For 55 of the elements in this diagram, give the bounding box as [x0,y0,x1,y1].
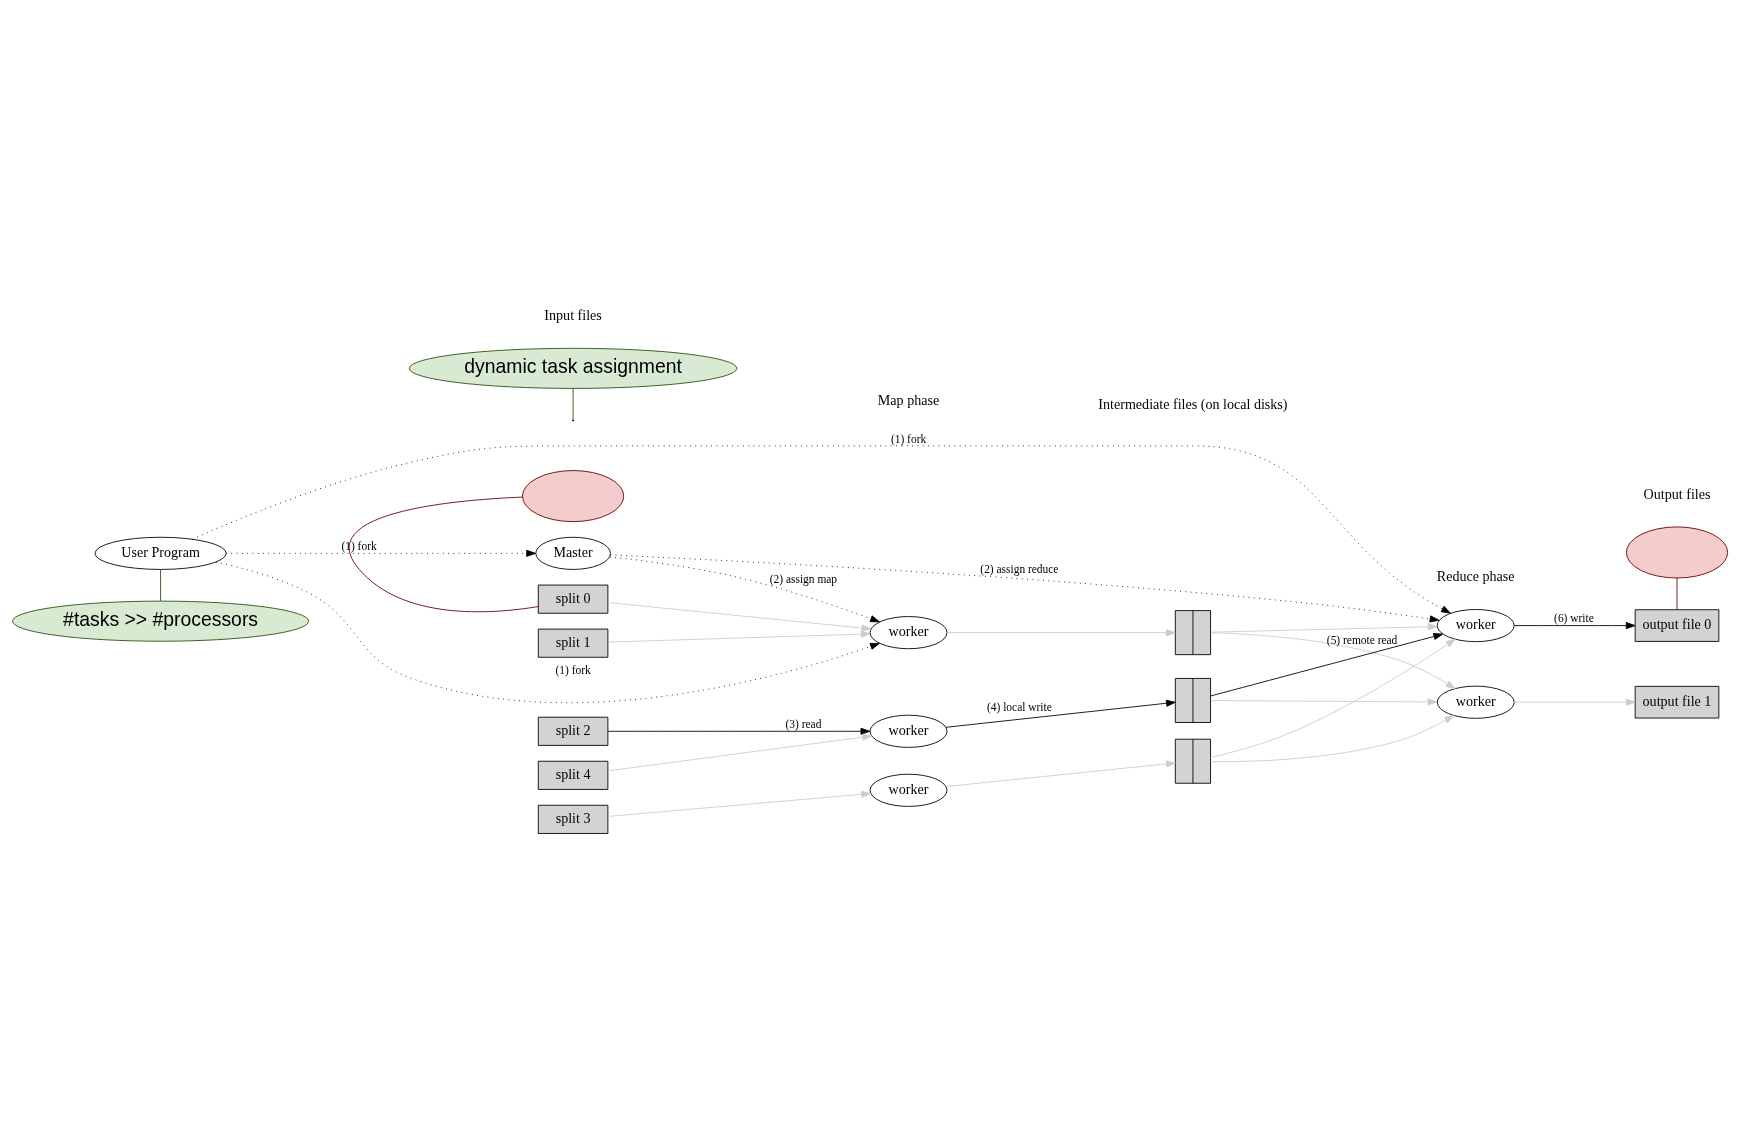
node-box: output file 0 [1634,608,1720,642]
arrow [609,555,880,622]
arrow [1210,697,1438,705]
node-box: split 3 [537,804,609,834]
arrow [607,630,871,643]
node-ellipse: worker [1436,685,1515,719]
node-box: split 1 [537,628,609,658]
node-ellipse: dynamic task assignment [408,347,738,389]
arrow [1210,638,1456,758]
edge-label: (6) write [1554,611,1594,624]
label: Intermediate files (on local disks) [1098,395,1288,412]
edge-label: (1) fork [555,663,591,676]
edge-label: (2) assign map [769,572,838,585]
node-ellipse: User Program [94,536,227,570]
arrow [1513,698,1636,706]
arrow [1513,621,1636,629]
arrow [609,554,1440,622]
edge-label: (3) read [785,717,822,730]
node-ellipse: worker [1436,608,1515,642]
arrow [607,733,872,771]
node-ellipse: #tasks >> #processors [12,600,310,642]
arrow [945,759,1176,787]
label: Reduce phase [1436,567,1515,584]
node-box: output file 1 [1634,685,1720,719]
arrow [945,699,1176,728]
node-ellipse: Master [535,536,611,570]
connector [160,568,162,601]
edge-label: (2) assign reduce [980,562,1059,575]
arrow [1210,631,1456,689]
edge-label: (1) fork [890,432,927,445]
connector [1676,577,1678,610]
node-ellipse: worker [869,714,948,748]
arrow [225,549,536,557]
edge-label: (1) fork [341,539,377,552]
arrow [215,561,880,703]
arrow [607,790,871,817]
node-box: split 2 [537,716,609,746]
label: Input files [544,306,602,323]
node-callout [522,469,625,522]
connector [348,496,539,612]
node-box: split 4 [537,760,609,790]
node-ellipse: worker [869,773,948,807]
node-callout [1625,525,1729,578]
label: Output files [1643,485,1711,502]
edge-label: (4) local write [987,700,1052,713]
arrow [1210,632,1444,696]
arrow [946,628,1176,636]
edge-label: (5) remote read [1326,633,1398,646]
arrow [607,727,871,735]
arrow [1210,714,1455,762]
arrow [191,444,1451,614]
label: Map phase [877,391,940,408]
node-box: split 0 [537,584,609,614]
arrow [1210,622,1438,633]
arrow [607,601,872,632]
